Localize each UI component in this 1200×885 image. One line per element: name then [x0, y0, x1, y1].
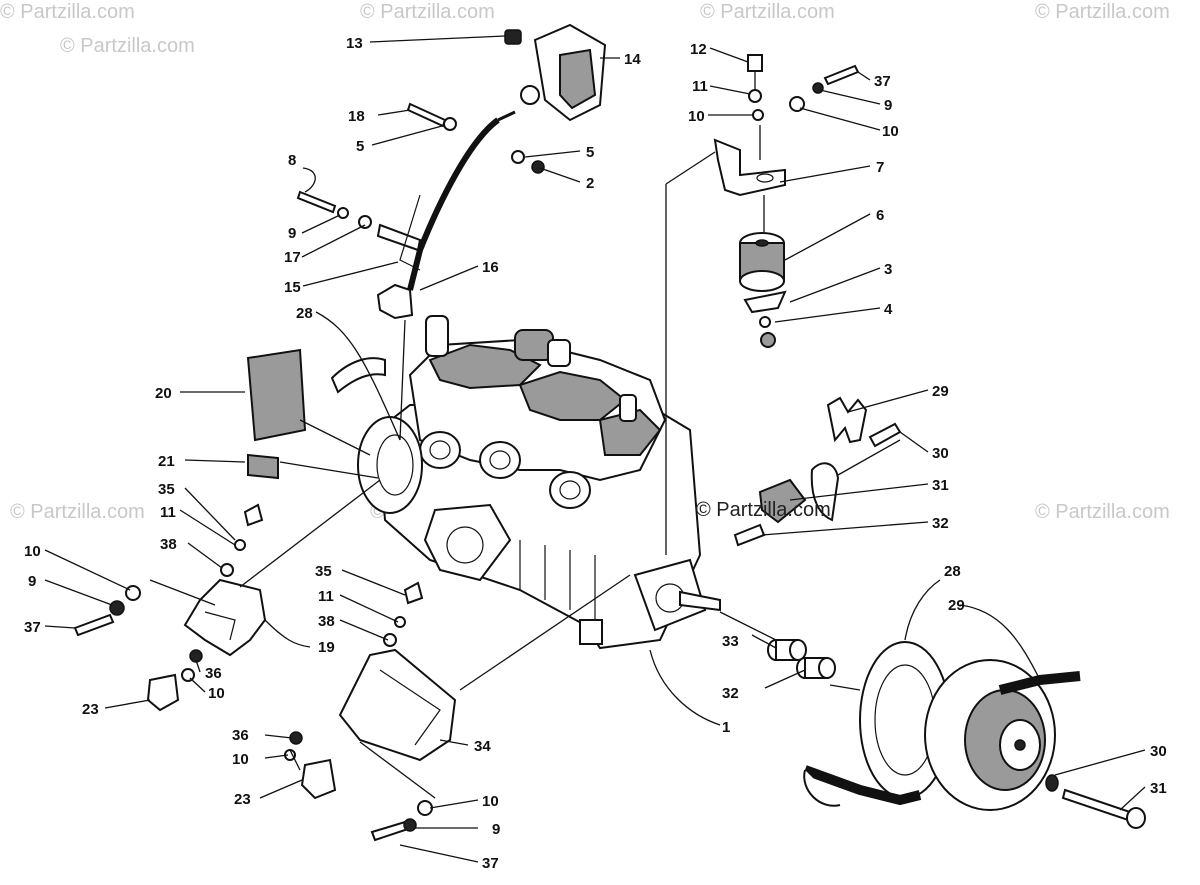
- top-right-mount: [713, 54, 860, 348]
- watermark-mid-left: © Partzilla.com: [10, 501, 145, 523]
- callout-27: 32: [932, 515, 949, 532]
- callout-18: 18: [348, 108, 365, 125]
- callout-35-left: 35: [158, 481, 175, 498]
- callout-11-top: 11: [692, 78, 708, 95]
- callout-37-bottom: 37: [482, 855, 499, 872]
- callout-3: 3: [884, 261, 892, 278]
- callout-7: 7: [876, 159, 884, 176]
- watermark-mid-right: © Partzilla.com: [1035, 501, 1170, 523]
- callout-9-left: 9: [28, 573, 36, 590]
- watermark-top-left-edge: © Partzilla.com: [0, 1, 135, 23]
- callout-30: 30: [1150, 743, 1167, 760]
- callout-9-top-left: 9: [288, 225, 296, 242]
- callout-26: 31: [932, 477, 949, 494]
- callout-10-mid-left: 10: [208, 685, 225, 702]
- recoil-starter-assembly: [376, 23, 607, 320]
- callout-38-mid: 38: [318, 613, 335, 630]
- callout-22: 28: [296, 305, 313, 322]
- watermark-top-right: © Partzilla.com: [1035, 1, 1170, 23]
- callout-16: 16: [482, 259, 499, 276]
- callout-10-left: 10: [24, 543, 41, 560]
- callout-9-top-right: 9: [884, 97, 892, 114]
- callout-10-bottom: 10: [482, 793, 499, 810]
- callout-38-left: 38: [160, 536, 177, 553]
- watermark-top-center-left: © Partzilla.com: [360, 1, 495, 23]
- callout-36-bottom: 36: [232, 727, 249, 744]
- right-bracket-parts: [733, 396, 902, 547]
- callout-12: 12: [690, 41, 707, 58]
- watermark-top-left: © Partzilla.com: [60, 35, 195, 57]
- callout-21: 21: [158, 453, 175, 470]
- watermark-top-center-right: © Partzilla.com: [700, 1, 835, 23]
- callout-13: 13: [346, 35, 363, 52]
- callout-35-mid: 35: [315, 563, 332, 580]
- callout-10-top-left: 10: [688, 108, 705, 125]
- callout-29: 29: [948, 597, 965, 614]
- callout-37-left: 37: [24, 619, 41, 636]
- callout-19: 19: [318, 639, 335, 656]
- callout-33: 33: [722, 633, 739, 650]
- callout-1: 1: [722, 719, 730, 736]
- callout-34: 34: [474, 738, 491, 755]
- callout-11-mid: 11: [318, 588, 334, 605]
- center-watermark: © Partzilla.com: [696, 499, 831, 521]
- leader-lines: [44, 35, 1146, 863]
- drive-clutch: [767, 639, 1146, 829]
- callout-9-bottom: 9: [492, 821, 500, 838]
- callout-11-left: 11: [160, 504, 176, 521]
- callout-15: 15: [284, 279, 301, 296]
- callout-32: 32: [722, 685, 739, 702]
- callout-31: 31: [1150, 780, 1167, 797]
- bottom-engine-mount: [284, 581, 457, 842]
- callout-24: 29: [932, 383, 949, 400]
- callout-36-left: 36: [205, 665, 222, 682]
- callout-23-bottom: 23: [234, 791, 251, 808]
- callout-4: 4: [884, 301, 893, 318]
- callout-37-top: 37: [874, 73, 891, 90]
- callout-labels: 13 14 18 5 5 2 8 9 17 15 16 28 12 11 10 …: [24, 35, 1167, 872]
- callout-10-top-right: 10: [882, 123, 899, 140]
- callout-8: 8: [288, 152, 296, 169]
- left-decals: [246, 348, 386, 480]
- top-left-fasteners: [296, 102, 545, 229]
- callout-6: 6: [876, 207, 884, 224]
- callout-10-bottom-left: 10: [232, 751, 249, 768]
- engine-block: [357, 315, 721, 650]
- callout-5-right: 5: [586, 144, 594, 161]
- callout-23-left: 23: [82, 701, 99, 718]
- callout-25: 30: [932, 445, 949, 462]
- callout-14: 14: [624, 51, 641, 68]
- callout-28: 28: [944, 563, 961, 580]
- exhaust-ports: [419, 431, 591, 509]
- callout-5-left: 5: [356, 138, 364, 155]
- callout-20: 20: [155, 385, 172, 402]
- callout-2: 2: [586, 175, 594, 192]
- callout-17: 17: [284, 249, 301, 266]
